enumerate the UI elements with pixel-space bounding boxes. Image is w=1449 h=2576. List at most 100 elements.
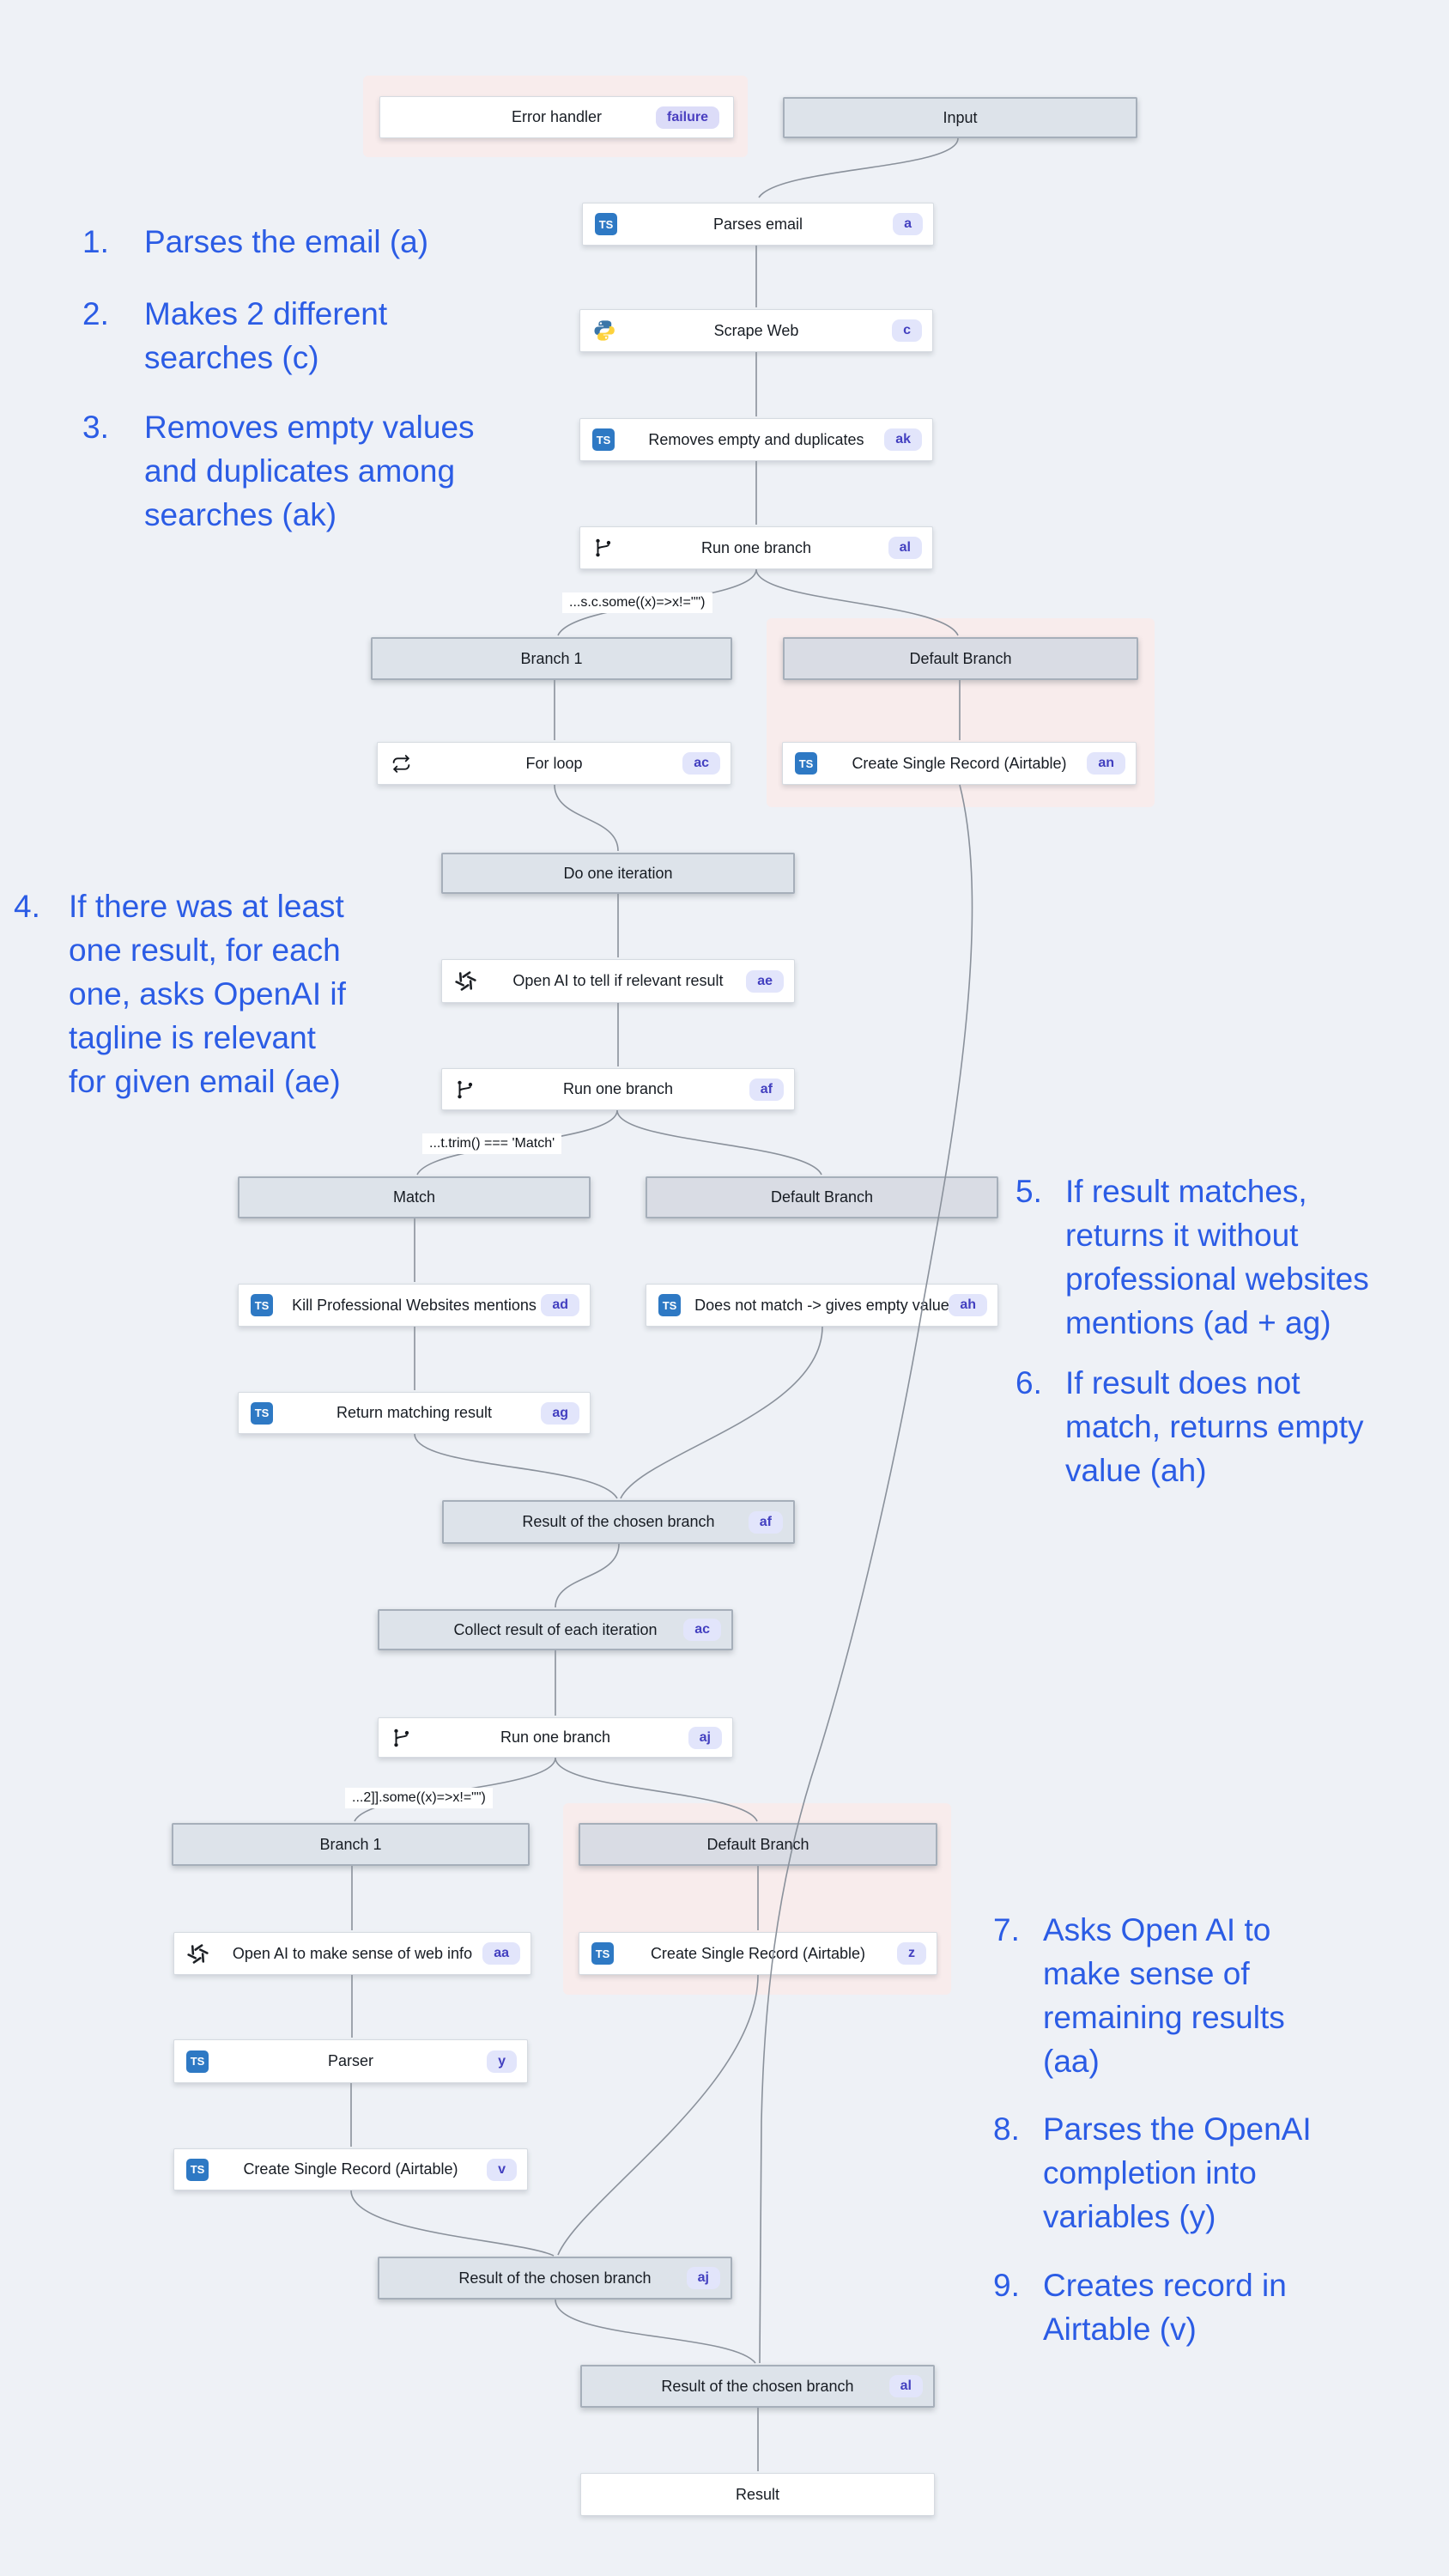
annotation-text: Creates record in Airtable (v) [1043,2268,1287,2347]
condition-label: ...t.trim() === 'Match' [422,1133,562,1154]
node-does-not-match-empty[interactable]: TS Does not match -> gives empty value a… [646,1284,998,1327]
node-error-handler[interactable]: Error handler failure [379,96,734,138]
node-badge: a [893,213,923,235]
typescript-icon: TS [250,1401,274,1425]
annotation-number: 8. [993,2111,1020,2147]
header-branch-1-top[interactable]: Branch 1 [371,637,732,680]
node-badge: aj [686,2267,720,2289]
annotation-5: 5. If result matches, returns it without… [1016,1170,1369,1345]
node-label: Input [943,108,978,126]
node-badge: af [748,1510,783,1534]
annotation-text: If result matches, returns it without pr… [1065,1174,1369,1340]
annotation-number: 3. [82,410,109,445]
annotation-3: 3. Removes empty values and duplicates a… [82,405,475,537]
connector [350,2190,555,2257]
node-label: Result [735,2485,780,2503]
annotation-text: Asks Open AI to make sense of remaining … [1043,1912,1285,2079]
branch-icon [591,536,615,560]
condition-label: ...s.c.some((x)=>x!="") [562,592,712,613]
node-label: Create Single Record (Airtable) [243,2160,458,2178]
annotation-text: Parses the OpenAI completion into variab… [1043,2111,1312,2234]
node-label: Run one branch [500,1728,611,1746]
annotation-number: 4. [14,889,40,924]
node-create-single-record-an[interactable]: TS Create Single Record (Airtable) an [782,742,1137,785]
annotation-9: 9. Creates record in Airtable (v) [993,2263,1287,2351]
annotation-4: 4. If there was at least one result, for… [14,884,346,1103]
header-result-chosen-branch-aj[interactable]: Result of the chosen branch aj [378,2257,732,2300]
annotation-text: Parses the email (a) [144,224,429,259]
node-label: Create Single Record (Airtable) [852,754,1067,772]
annotation-number: 5. [1016,1174,1042,1209]
node-badge: ae [746,969,784,993]
header-default-branch-bottom[interactable]: Default Branch [579,1823,937,1866]
node-label: Default Branch [706,1835,809,1853]
typescript-icon: TS [185,2050,209,2074]
node-openai-make-sense[interactable]: Open AI to make sense of web info aa [173,1932,531,1975]
node-label: Create Single Record (Airtable) [650,1944,866,1962]
annotation-text: Makes 2 different searches (c) [144,296,388,375]
connector [620,1326,823,1499]
typescript-icon: TS [250,1293,274,1317]
header-result-chosen-branch-al[interactable]: Result of the chosen branch al [580,2365,935,2408]
header-do-one-iteration[interactable]: Do one iteration [441,853,795,894]
annotation-7: 7. Asks Open AI to make sense of remaini… [993,1908,1285,2083]
node-create-single-record-z[interactable]: TS Create Single Record (Airtable) z [579,1932,937,1975]
header-result-chosen-branch-af[interactable]: Result of the chosen branch af [442,1500,795,1544]
node-label: Branch 1 [520,649,583,667]
header-match[interactable]: Match [238,1176,591,1218]
typescript-icon: TS [591,1941,615,1965]
node-create-single-record-v[interactable]: TS Create Single Record (Airtable) v [173,2148,528,2190]
annotation-number: 1. [82,224,109,259]
annotation-8: 8. Parses the OpenAI completion into var… [993,2107,1312,2239]
node-run-one-branch-al[interactable]: Run one branch al [579,526,933,569]
typescript-icon: TS [591,428,615,452]
connector [616,1109,822,1176]
node-label: Default Branch [909,649,1012,667]
node-run-one-branch-af[interactable]: Run one branch af [441,1068,795,1110]
node-label: Result of the chosen branch [522,1513,715,1530]
node-label: Default Branch [770,1188,874,1206]
node-badge: y [487,2050,517,2073]
annotation-1: 1. Parses the email (a) [82,220,428,264]
annotation-number: 2. [82,296,109,331]
node-for-loop[interactable]: For loop ac [377,742,731,785]
node-scrape-web[interactable]: Scrape Web c [579,309,933,352]
node-label: Does not match -> gives empty value [694,1296,949,1314]
node-label: Open AI to make sense of web info [232,1944,473,1962]
node-label: Open AI to tell if relevant result [512,972,724,989]
annotation-number: 6. [1016,1365,1042,1400]
node-run-one-branch-aj[interactable]: Run one branch aj [378,1717,733,1758]
node-kill-professional-websites[interactable]: TS Kill Professional Websites mentions a… [238,1284,591,1327]
python-icon [591,319,615,343]
typescript-icon: TS [658,1293,682,1317]
node-label: Parses email [712,215,803,233]
node-badge: al [888,537,922,559]
node-result[interactable]: Result [580,2473,935,2516]
header-collect-result-iteration[interactable]: Collect result of each iteration ac [378,1609,733,1650]
node-label: Collect result of each iteration [453,1620,658,1638]
node-return-matching-result[interactable]: TS Return matching result ag [238,1392,591,1434]
openai-icon [453,969,477,993]
node-removes-empty-duplicates[interactable]: TS Removes empty and duplicates ak [579,418,933,461]
node-label: Removes empty and duplicates [648,430,864,448]
node-parses-email[interactable]: TS Parses email a [582,203,934,246]
node-badge: ag [541,1401,579,1425]
node-badge: v [487,2158,517,2181]
node-badge: an [1087,752,1125,775]
node-badge: ac [682,752,720,775]
header-default-branch-top[interactable]: Default Branch [783,637,1138,680]
condition-label: ...2]].some((x)=>x!="") [345,1788,493,1808]
node-label: Match [392,1188,436,1206]
node-input[interactable]: Input [783,97,1137,138]
node-badge: z [897,1942,926,1965]
failure-badge: failure [655,106,719,129]
header-branch-1-bottom[interactable]: Branch 1 [172,1823,530,1866]
header-default-branch-mid[interactable]: Default Branch [646,1176,998,1218]
annotation-number: 9. [993,2268,1020,2303]
node-openai-relevant-result[interactable]: Open AI to tell if relevant result ae [441,959,795,1003]
annotation-text: If there was at least one result, for ea… [69,889,346,1099]
node-label: Branch 1 [319,1835,382,1853]
node-parser[interactable]: TS Parser y [173,2039,528,2083]
node-label: Return matching result [336,1404,493,1421]
connector [414,1433,618,1499]
